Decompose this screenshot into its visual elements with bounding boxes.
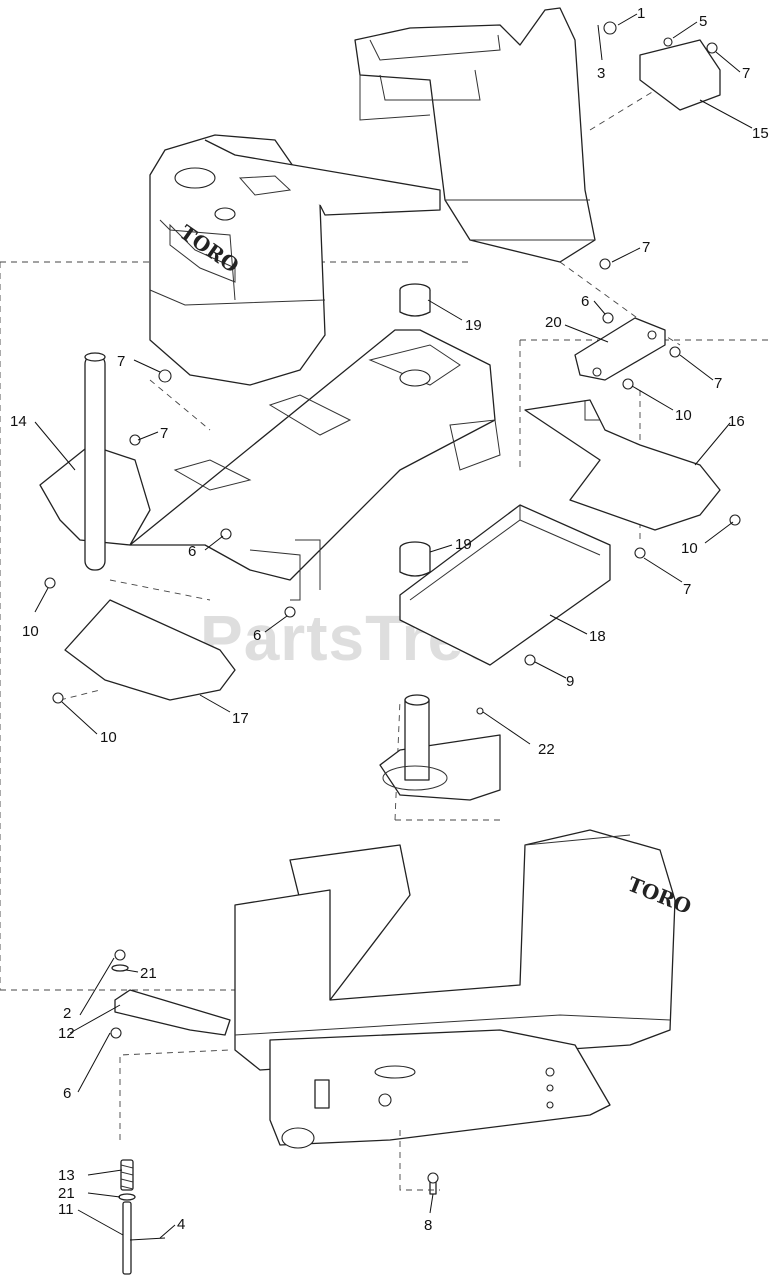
bushing-upper (399, 283, 431, 317)
callout-6: 6 (63, 1085, 71, 1102)
callout-10: 10 (681, 540, 698, 557)
callout-7: 7 (642, 239, 650, 256)
rear-console (354, 7, 596, 263)
callout-9: 9 (566, 673, 574, 690)
callout-18: 18 (589, 628, 606, 645)
bracket-with-tube (39, 352, 151, 571)
callout-10: 10 (100, 729, 117, 746)
callout-19: 19 (455, 536, 472, 553)
callout-labels: 1 5 3 7 15 7 19 6 20 7 10 7 7 14 16 6 19… (10, 5, 769, 1234)
callout-4: 4 (177, 1216, 185, 1233)
callout-7: 10 (675, 407, 692, 424)
callout-21: 21 (58, 1185, 75, 1202)
bushing-lower (399, 541, 431, 577)
front-console: TORO (149, 134, 441, 386)
callout-21: 21 (140, 965, 157, 982)
lower-dashed-lines (119, 1049, 440, 1191)
callout-14: 14 (10, 413, 27, 430)
callout-1: 1 (637, 5, 645, 22)
callout-22: 22 (538, 741, 555, 758)
plate-17 (64, 599, 236, 701)
callout-17: 17 (232, 710, 249, 727)
pivot-plate-22 (379, 694, 501, 801)
callout-16: 16 (728, 413, 745, 430)
callout-10: 10 (22, 623, 39, 640)
callout-19: 19 (465, 317, 482, 334)
lower-console: TORO (234, 829, 695, 1071)
callout-7: 7 (160, 425, 168, 442)
callout-6: 6 (253, 627, 261, 644)
callout-20: 20 (545, 314, 562, 331)
lower-frame (269, 1029, 611, 1149)
callout-7: 7 (742, 65, 750, 82)
footrest-18 (399, 504, 611, 666)
spring-rod-assembly (110, 949, 439, 1275)
callout-15: 15 (752, 125, 769, 142)
callout-3: 3 (597, 65, 605, 82)
callout-10: 7 (714, 375, 722, 392)
callout-2: 2 (63, 1005, 71, 1022)
callout-8: 8 (424, 1217, 432, 1234)
callout-7: 7 (117, 353, 125, 370)
lever-12 (114, 989, 231, 1036)
callout-11: 11 (58, 1201, 74, 1218)
callout-6: 6 (581, 293, 589, 310)
fasteners-upper (44, 21, 741, 715)
leader-lines (34, 13, 753, 1239)
plate-16 (524, 399, 721, 531)
callout-5: 5 (699, 13, 707, 30)
callout-7: 7 (683, 581, 691, 598)
callout-12: 12 (58, 1025, 75, 1042)
bracket-20 (574, 317, 666, 381)
callout-13: 13 (58, 1167, 75, 1184)
main-frame (129, 329, 501, 601)
callout-6: 6 (188, 543, 196, 560)
